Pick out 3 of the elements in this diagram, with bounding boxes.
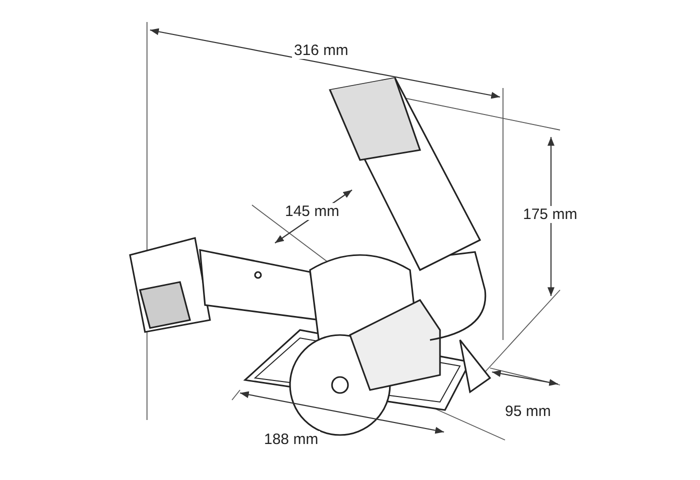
dimension-label: 316 mm xyxy=(292,42,350,59)
dimension-label: 145 mm xyxy=(283,203,342,220)
dimension-label: 175 mm xyxy=(521,206,580,223)
